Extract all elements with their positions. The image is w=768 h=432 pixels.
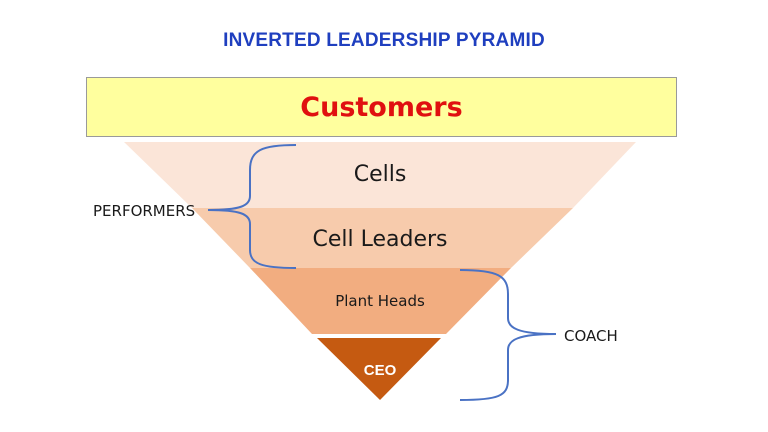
level-ceo-band [317,338,441,400]
customers-label: Customers [300,91,463,123]
coach-label: COACH [564,327,618,345]
performers-label: PERFORMERS [93,202,195,220]
level-plant-heads-label: Plant Heads [335,292,425,310]
level-cell-leaders-label: Cell Leaders [312,227,447,252]
level-plant-heads-band [250,268,511,334]
level-cell-leaders-band [192,208,573,268]
performers-bracket [207,144,297,269]
level-cells-label: Cells [354,162,407,187]
diagram-title: INVERTED LEADERSHIP PYRAMID [223,30,545,51]
coach-bracket [459,269,557,401]
level-ceo-label: CEO [364,362,397,379]
customers-box: Customers [86,77,677,137]
